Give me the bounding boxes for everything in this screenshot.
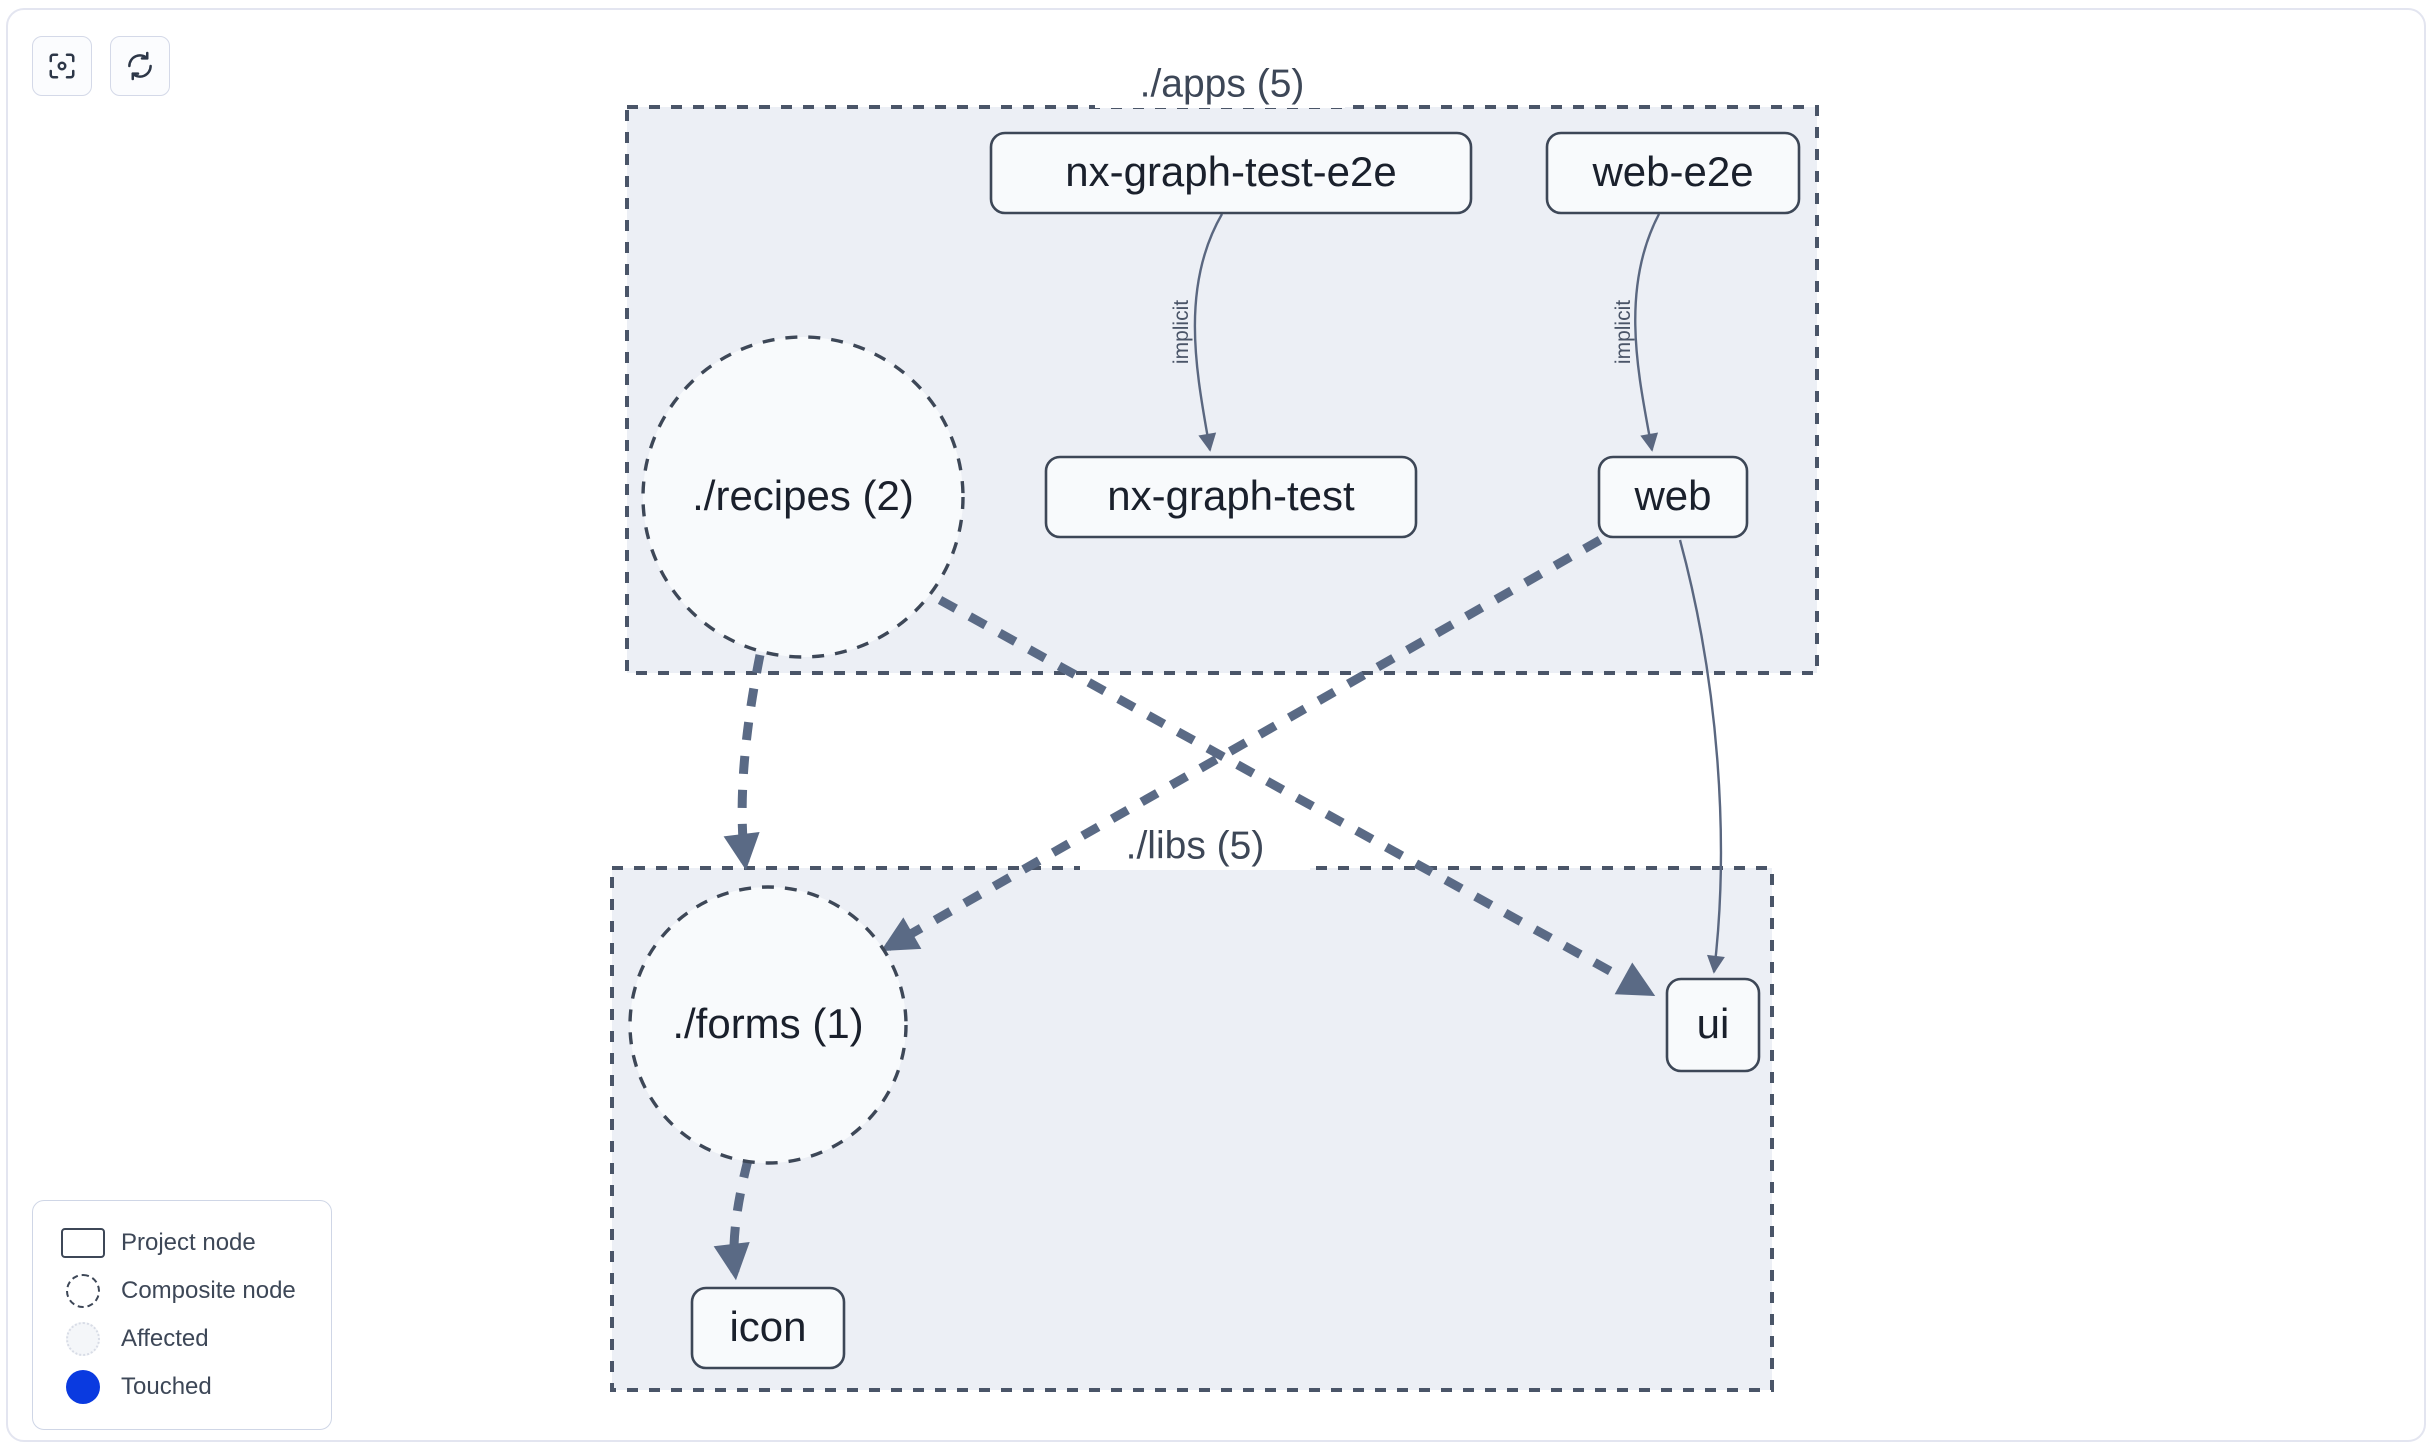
legend-label-affected: Affected bbox=[121, 1325, 209, 1352]
node-web-rect bbox=[1597, 455, 1749, 539]
group-libs-label-bg bbox=[1080, 822, 1310, 870]
node-nx-graph-test-rect bbox=[1044, 455, 1418, 539]
legend-item-affected: Affected bbox=[55, 1315, 311, 1363]
node-ui-rect bbox=[1665, 977, 1761, 1073]
node-recipes-circle bbox=[641, 335, 965, 659]
group-libs-label: ./libs (5) bbox=[1126, 824, 1265, 867]
edge-recipes-to-forms[interactable] bbox=[723, 654, 765, 871]
touched-node-icon bbox=[55, 1370, 111, 1404]
focus-graph-button[interactable] bbox=[32, 36, 92, 96]
node-web-e2e-rect bbox=[1545, 131, 1801, 215]
node-icon-rect bbox=[690, 1286, 846, 1370]
node-icon-label: icon bbox=[729, 1303, 806, 1350]
node-forms-label: ./forms (1) bbox=[672, 1000, 863, 1047]
node-nx-graph-test[interactable]: nx-graph-test bbox=[1044, 455, 1418, 539]
node-nx-graph-test-e2e-rect bbox=[989, 131, 1473, 215]
legend-item-touched: Touched bbox=[55, 1363, 311, 1411]
project-node-icon bbox=[55, 1228, 111, 1258]
node-recipes-label: ./recipes (2) bbox=[692, 472, 914, 519]
edge-label-implicit-1: implicit bbox=[1170, 300, 1193, 364]
legend-item-composite-node: Composite node bbox=[55, 1267, 311, 1315]
focus-target-icon bbox=[47, 51, 77, 81]
group-apps-label-bg bbox=[1095, 60, 1345, 108]
node-web-e2e-label: web-e2e bbox=[1591, 148, 1753, 195]
edge-nx-graph-test-e2e-to-nx-graph-test[interactable]: implicit bbox=[1170, 213, 1224, 452]
edge-forms-to-icon[interactable] bbox=[713, 1158, 753, 1281]
legend-label-composite-node: Composite node bbox=[121, 1277, 296, 1304]
edge-web-e2e-to-web[interactable]: implicit bbox=[1612, 213, 1661, 452]
refresh-icon bbox=[125, 51, 155, 81]
node-nx-graph-test-e2e-label: nx-graph-test-e2e bbox=[1065, 148, 1397, 195]
node-forms[interactable]: ./forms (1) bbox=[628, 885, 908, 1165]
refresh-graph-button[interactable] bbox=[110, 36, 170, 96]
affected-node-icon bbox=[55, 1322, 111, 1356]
graph-legend: Project node Composite node Affected Tou… bbox=[32, 1200, 332, 1430]
edge-web-to-forms[interactable] bbox=[880, 536, 1603, 952]
legend-label-project-node: Project node bbox=[121, 1229, 256, 1256]
graph-toolbar bbox=[32, 36, 170, 96]
node-recipes[interactable]: ./recipes (2) bbox=[641, 335, 965, 659]
legend-label-touched: Touched bbox=[121, 1373, 212, 1400]
group-apps-label: ./apps (5) bbox=[1140, 62, 1305, 105]
edge-label-implicit-2: implicit bbox=[1612, 300, 1635, 364]
node-nx-graph-test-label: nx-graph-test bbox=[1107, 472, 1355, 519]
node-ui[interactable]: ui bbox=[1665, 977, 1761, 1073]
composite-node-icon bbox=[55, 1274, 111, 1308]
legend-item-project-node: Project node bbox=[55, 1219, 311, 1267]
node-web-e2e[interactable]: web-e2e bbox=[1545, 131, 1801, 215]
edge-web-to-ui[interactable] bbox=[1678, 539, 1725, 974]
node-icon[interactable]: icon bbox=[690, 1286, 846, 1370]
node-forms-circle bbox=[628, 885, 908, 1165]
node-ui-label: ui bbox=[1697, 1000, 1730, 1047]
node-web-label: web bbox=[1633, 472, 1711, 519]
node-nx-graph-test-e2e[interactable]: nx-graph-test-e2e bbox=[989, 131, 1473, 215]
node-web[interactable]: web bbox=[1597, 455, 1749, 539]
